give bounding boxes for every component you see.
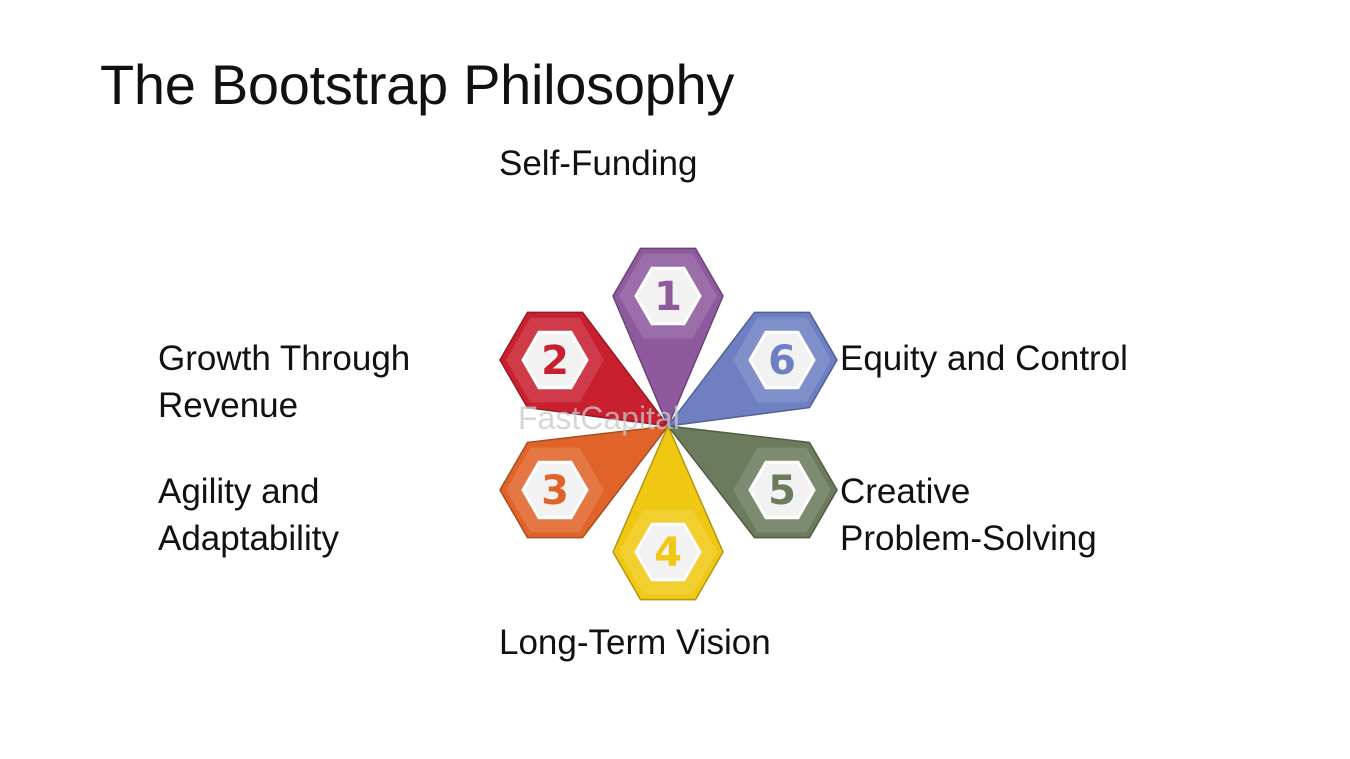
label-line: Agility and xyxy=(158,472,320,511)
petal-1: 1 xyxy=(612,247,724,428)
number-hexagon xyxy=(521,330,589,390)
petal-number: 2 xyxy=(541,338,569,384)
label-growth-through-revenue: Growth Through Revenue xyxy=(158,335,410,429)
label-line: Growth Through xyxy=(158,339,411,378)
petal-3: 3 xyxy=(499,425,670,539)
page-title: The Bootstrap Philosophy xyxy=(100,52,735,116)
petal-number: 5 xyxy=(768,468,796,514)
label-creative-problem-solving: Creative Problem-Solving xyxy=(840,468,1097,562)
label-line: Creative xyxy=(840,472,971,511)
label-agility-and-adaptability: Agility and Adaptability xyxy=(158,468,339,562)
petal-2: 2 xyxy=(499,311,670,427)
number-hexagon xyxy=(748,330,816,390)
petal-5: 5 xyxy=(666,425,838,539)
label-line: Self-Funding xyxy=(499,144,698,183)
petal-number: 6 xyxy=(768,338,796,384)
petal-number: 3 xyxy=(541,468,569,514)
petal-4: 4 xyxy=(612,424,724,601)
petal-number: 1 xyxy=(654,274,682,320)
label-line: Revenue xyxy=(158,386,299,425)
petal-6: 6 xyxy=(666,311,838,427)
number-hexagon xyxy=(634,266,702,326)
watermark-logo: FastCapital xyxy=(518,400,680,436)
label-line: Long-Term Vision xyxy=(499,623,771,662)
number-hexagon xyxy=(521,460,589,520)
label-equity-and-control: Equity and Control xyxy=(840,335,1128,382)
label-line: Adaptability xyxy=(158,519,339,558)
number-hexagon xyxy=(748,460,816,520)
number-hexagon xyxy=(634,522,702,582)
petal-number: 4 xyxy=(654,530,682,576)
label-self-funding: Self-Funding xyxy=(499,140,697,187)
hexagon-petal-diagram: 1 2 3 4 5 6 xyxy=(499,247,838,601)
label-line: Problem-Solving xyxy=(840,519,1097,558)
label-line: Equity and Control xyxy=(840,339,1128,378)
label-long-term-vision: Long-Term Vision xyxy=(499,619,771,666)
